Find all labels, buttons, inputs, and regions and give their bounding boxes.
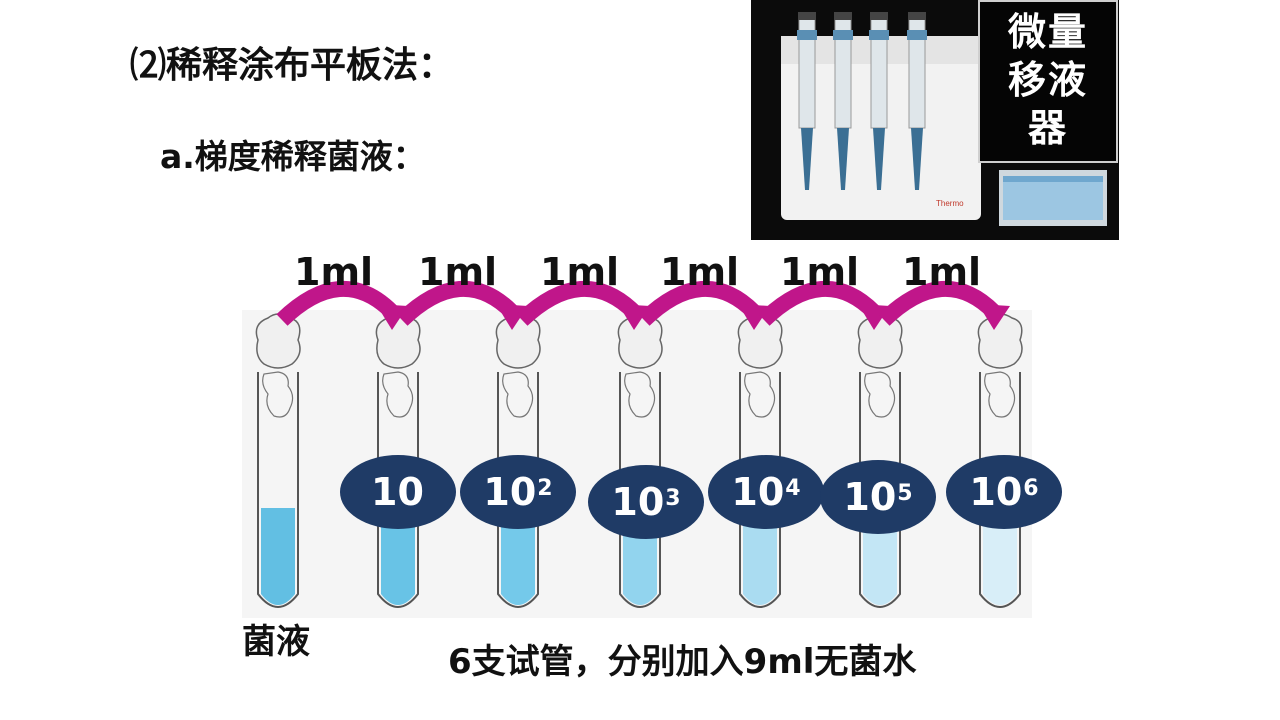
transfer-label-2: 1ml [418,250,498,294]
label-line-1: 微量 [1007,10,1088,54]
label-line-2: 移液 [1007,58,1088,102]
transfer-label-6: 1ml [902,250,982,294]
transfer-label-1: 1ml [294,250,374,294]
transfer-label-5: 1ml [780,250,860,294]
section-subtitle: a.梯度稀释菌液： [160,137,426,176]
micropipette-label: 微量 移液 器 [978,0,1118,163]
stock-label: 菌液 [242,622,310,662]
brand-text: Thermo [936,199,964,208]
caption: 6支试管，分别加入9ml无菌水 [448,642,917,682]
transfer-label-3: 1ml [540,250,620,294]
transfer-label-4: 1ml [660,250,740,294]
dilution-badge-1: 10 [340,455,456,529]
page-title: ⑵稀释涂布平板法： [130,45,455,86]
label-line-3: 器 [1027,106,1068,150]
